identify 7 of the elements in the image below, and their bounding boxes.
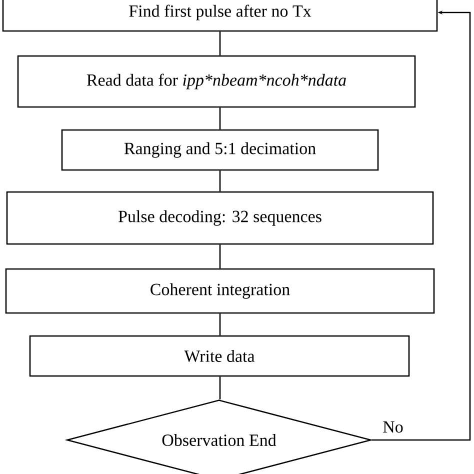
process-box: Pulse decoding: 32 sequences — [6, 191, 434, 245]
process-box: Read data for ipp*nbeam*ncoh*ndata — [17, 55, 416, 108]
edge-label: No — [382, 420, 404, 434]
process-box: Find first pulse after no Tx — [2, 0, 438, 32]
process-box: Coherent integration — [5, 268, 435, 314]
process-box: Ranging and 5:1 decimation — [61, 129, 379, 171]
process-box: Write data — [29, 335, 410, 377]
